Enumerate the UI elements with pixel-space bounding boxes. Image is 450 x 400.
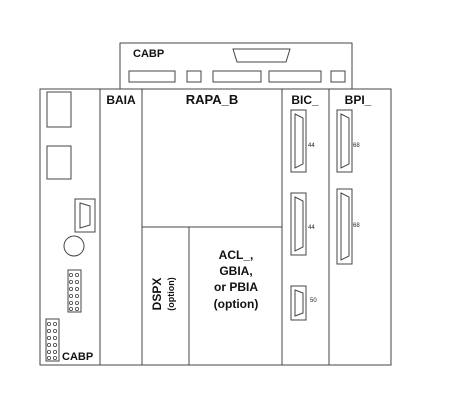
cabp-top-d-connector-icon bbox=[232, 48, 291, 63]
cabp-top-port-4 bbox=[268, 70, 322, 83]
bpi-label: BPI_ bbox=[345, 93, 372, 107]
cabp-bottom-label: CABP bbox=[62, 351, 93, 363]
acl-line2: GBIA, bbox=[219, 264, 252, 278]
cabp-top-port-3 bbox=[212, 70, 262, 83]
acl-line1: ACL_, bbox=[219, 248, 254, 262]
bpi-connector-lower bbox=[336, 188, 353, 265]
bpi-upper-pin-count: 68 bbox=[353, 143, 360, 149]
left-panel-d-connector-icon bbox=[74, 198, 96, 233]
bic-connector-lower bbox=[290, 285, 307, 321]
bic-middle-pin-count: 44 bbox=[308, 225, 315, 231]
bic-connector-middle bbox=[290, 192, 307, 256]
bpi-lower-pin-count: 68 bbox=[353, 223, 360, 229]
main-chassis bbox=[39, 88, 392, 366]
acl-line4: (option) bbox=[214, 297, 259, 311]
cabp-top-port-1 bbox=[128, 70, 176, 83]
bic-connector-upper bbox=[290, 109, 307, 173]
acl-line3: or PBIA bbox=[214, 280, 258, 294]
dspx-label: DSPX bbox=[150, 278, 164, 311]
bic-upper-pin-count: 44 bbox=[308, 143, 315, 149]
cabp-top-port-5 bbox=[330, 70, 346, 83]
left-panel-display-lower bbox=[46, 145, 72, 180]
cabp-top-label: CABP bbox=[133, 48, 164, 60]
left-panel-pin-header-upper bbox=[67, 269, 82, 313]
rapa-label: RAPA_B bbox=[186, 92, 239, 107]
left-panel-pin-header-lower bbox=[45, 318, 60, 362]
bic-label: BIC_ bbox=[291, 93, 319, 107]
left-panel-display-upper bbox=[46, 91, 72, 128]
baia-label: BAIA bbox=[106, 93, 136, 107]
cabp-top-port-2 bbox=[186, 70, 202, 83]
dspx-option-label: (option) bbox=[166, 277, 176, 310]
bic-lower-pin-count: 50 bbox=[310, 298, 317, 304]
bpi-connector-upper bbox=[336, 109, 353, 173]
left-panel-round-button bbox=[63, 235, 85, 257]
